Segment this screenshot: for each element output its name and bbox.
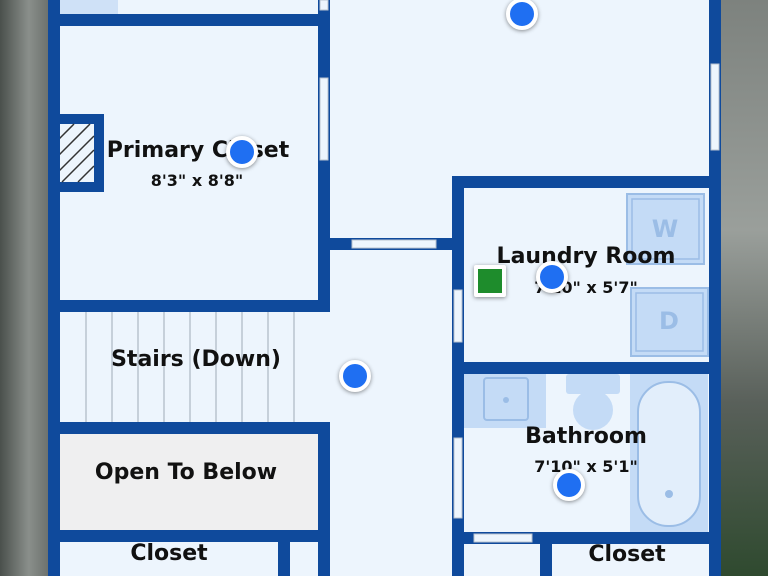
room-name-closet-left: Closet <box>130 541 208 566</box>
washer-icon: W <box>626 193 705 265</box>
upper-room-fixture <box>60 0 118 14</box>
room-name-bathroom: Bathroom <box>525 424 647 449</box>
open-to-below-area <box>60 432 318 530</box>
openings <box>319 0 720 543</box>
current-location-marker[interactable] <box>474 265 506 297</box>
room-name-stairs: Stairs (Down) <box>111 347 281 372</box>
dryer-icon: D <box>630 287 709 357</box>
hatched-column <box>52 114 104 192</box>
svg-text:W: W <box>652 215 678 243</box>
photo-hotspot-primary-closet[interactable] <box>226 136 258 168</box>
photo-hotspot-laundry[interactable] <box>536 261 568 293</box>
photo-hotspot-upper[interactable] <box>506 0 538 30</box>
room-name-open-to-below: Open To Below <box>94 460 278 485</box>
room-dims-primary-closet: 8'3" x 8'8" <box>150 171 244 190</box>
stair-treads <box>85 312 295 422</box>
room-dims-bathroom: 7'10" x 5'1" <box>534 457 638 476</box>
photo-hotspot-hallway[interactable] <box>339 360 371 392</box>
room-name-primary-closet: Primary Closet <box>106 138 290 163</box>
photo-hotspot-bathroom[interactable] <box>553 469 585 501</box>
room-name-closet-right: Closet <box>588 542 666 567</box>
exterior-backdrop-right <box>720 0 768 576</box>
vanity-sink-icon <box>464 374 546 428</box>
toilet-icon <box>566 374 620 430</box>
room-name-laundry: Laundry Room <box>496 244 676 269</box>
bathtub-icon <box>630 374 708 532</box>
svg-text:D: D <box>659 307 679 335</box>
exterior-backdrop-left <box>0 0 48 576</box>
